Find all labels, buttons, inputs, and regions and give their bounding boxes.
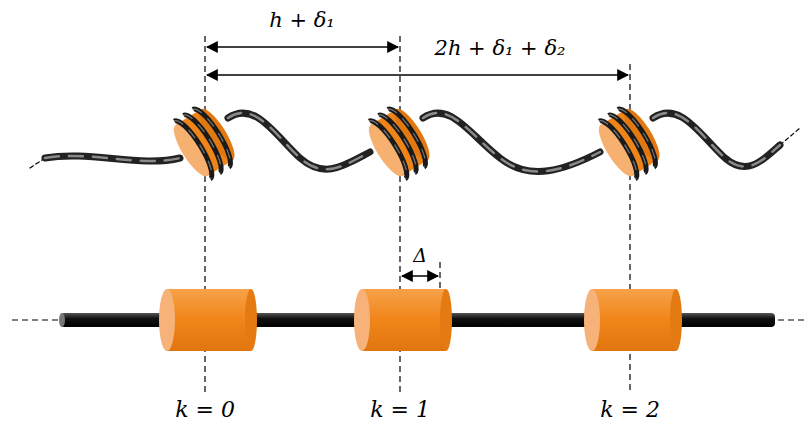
index-label: k = 0 xyxy=(172,397,238,422)
dimension-label: 2h + δ₁ + δ₂ xyxy=(432,36,569,60)
index-label: k = 1 xyxy=(367,397,433,422)
cylinder xyxy=(159,289,682,351)
dimension-label: h + δ₁ xyxy=(266,8,338,32)
index-label: k = 2 xyxy=(597,397,663,422)
dimension-arrow xyxy=(207,47,628,276)
guide-line xyxy=(205,36,630,392)
nucleosome xyxy=(166,101,668,184)
dimension-label: Δ xyxy=(410,245,430,267)
